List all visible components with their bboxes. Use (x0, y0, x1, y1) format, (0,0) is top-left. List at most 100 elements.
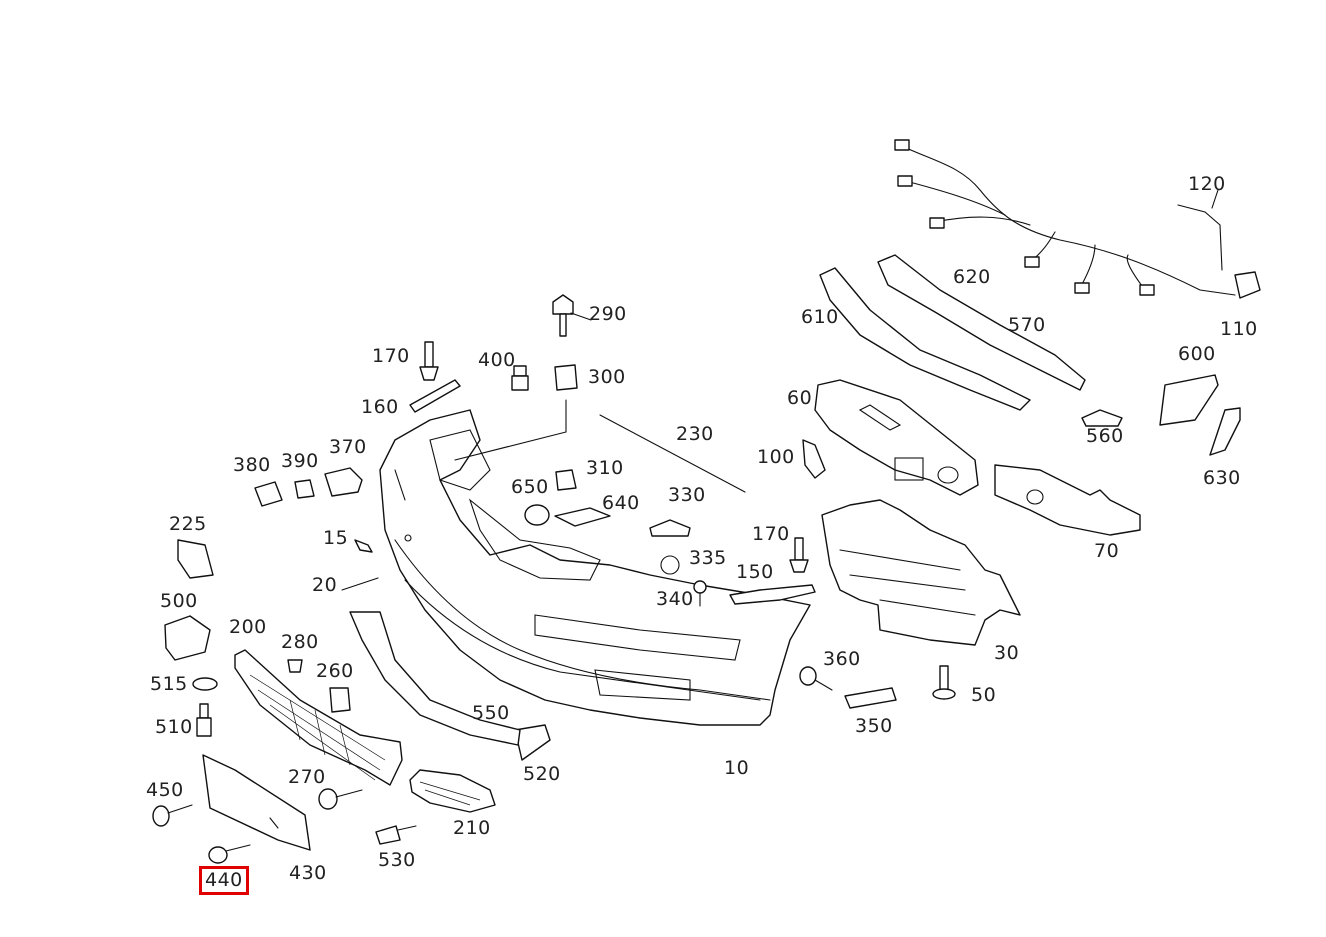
label-600: 600 (1178, 343, 1216, 365)
label-550: 550 (472, 702, 510, 724)
washer-515[interactable] (192, 677, 218, 691)
label-290: 290 (589, 303, 627, 325)
label-560: 560 (1086, 425, 1124, 447)
trim-rod-230[interactable] (599, 414, 746, 493)
screw-440[interactable] (208, 844, 251, 864)
label-500: 500 (160, 590, 198, 612)
label-300: 300 (588, 366, 626, 388)
label-330: 330 (668, 484, 706, 506)
ring-390[interactable] (294, 479, 315, 499)
label-20: 20 (312, 574, 338, 596)
label-350: 350 (855, 715, 893, 737)
label-260: 260 (316, 660, 354, 682)
label-170a: 170 (372, 345, 410, 367)
label-630: 630 (1203, 467, 1241, 489)
bracket-70[interactable] (994, 464, 1141, 536)
fog-grille-210[interactable] (409, 769, 496, 813)
label-270: 270 (288, 766, 326, 788)
label-360: 360 (823, 648, 861, 670)
label-570: 570 (1008, 314, 1046, 336)
bolt-400[interactable] (511, 365, 529, 391)
clip-15[interactable] (354, 539, 373, 553)
clip-225[interactable] (177, 539, 214, 579)
fastener-170a[interactable] (419, 341, 439, 381)
cover-600[interactable] (1159, 374, 1219, 426)
nut-310[interactable] (555, 469, 577, 491)
label-310: 310 (586, 457, 624, 479)
label-170b: 170 (752, 523, 790, 545)
label-230: 230 (676, 423, 714, 445)
grille-200[interactable] (234, 649, 403, 786)
plug-650[interactable] (524, 504, 550, 526)
leader-lines (454, 189, 1219, 461)
label-515: 515 (150, 673, 188, 695)
label-440: 440 (205, 869, 243, 891)
cover-640[interactable] (554, 507, 611, 527)
holder-380[interactable] (254, 481, 283, 507)
label-60: 60 (787, 387, 813, 409)
sensor-335[interactable] (660, 555, 680, 575)
bracket-330[interactable] (649, 519, 691, 537)
screw-360[interactable] (799, 666, 833, 691)
strip-610[interactable] (819, 267, 1031, 411)
label-120: 120 (1188, 173, 1226, 195)
label-450: 450 (146, 779, 184, 801)
label-620: 620 (953, 266, 991, 288)
label-50: 50 (971, 684, 997, 706)
label-160: 160 (361, 396, 399, 418)
plate-430[interactable] (202, 754, 311, 851)
screw-270[interactable] (318, 788, 363, 810)
label-430: 430 (289, 862, 327, 884)
bracket-520[interactable] (514, 724, 551, 761)
bumper-cover[interactable] (379, 409, 811, 726)
label-30: 30 (994, 642, 1020, 664)
label-335: 335 (689, 547, 727, 569)
clip-260[interactable] (329, 687, 351, 713)
energy-absorber[interactable] (814, 379, 979, 496)
sensor-370[interactable] (324, 467, 363, 497)
clip-50[interactable] (932, 665, 956, 700)
bolt-510[interactable] (196, 703, 212, 737)
spoiler-550[interactable] (349, 611, 521, 746)
label-200: 200 (229, 616, 267, 638)
strip-160[interactable] (409, 379, 461, 413)
label-390: 390 (281, 450, 319, 472)
bracket-560[interactable] (1081, 409, 1123, 427)
clip-530[interactable] (375, 825, 417, 845)
rod-20[interactable] (341, 577, 379, 591)
reinforcement-570[interactable] (877, 254, 1086, 391)
bracket-100[interactable] (802, 439, 826, 479)
label-70: 70 (1094, 540, 1120, 562)
strip-150[interactable] (729, 584, 816, 605)
support-frame[interactable] (821, 499, 1021, 646)
label-520: 520 (523, 763, 561, 785)
label-530: 530 (378, 849, 416, 871)
label-280: 280 (281, 631, 319, 653)
label-650: 650 (511, 476, 549, 498)
label-510: 510 (155, 716, 193, 738)
fastener-170b[interactable] (789, 537, 809, 573)
clip-340[interactable] (693, 580, 707, 607)
label-210: 210 (453, 817, 491, 839)
label-100: 100 (757, 446, 795, 468)
label-10: 10 (724, 757, 750, 779)
highlight-box-440[interactable] (199, 866, 249, 895)
cover-630[interactable] (1209, 407, 1241, 456)
label-150: 150 (736, 561, 774, 583)
label-225: 225 (169, 513, 207, 535)
label-610: 610 (801, 306, 839, 328)
label-370: 370 (329, 436, 367, 458)
bracket-500[interactable] (164, 615, 211, 661)
label-380: 380 (233, 454, 271, 476)
label-340: 340 (656, 588, 694, 610)
sensor-lead-120[interactable] (1177, 204, 1223, 271)
wiring-harness[interactable] (894, 139, 1261, 299)
clip-350[interactable] (844, 687, 897, 709)
label-640: 640 (602, 492, 640, 514)
nut-300[interactable] (554, 364, 578, 391)
screw-450[interactable] (152, 804, 193, 827)
label-110: 110 (1220, 318, 1258, 340)
clip-280[interactable] (287, 659, 303, 673)
bolt-290[interactable] (552, 294, 574, 337)
